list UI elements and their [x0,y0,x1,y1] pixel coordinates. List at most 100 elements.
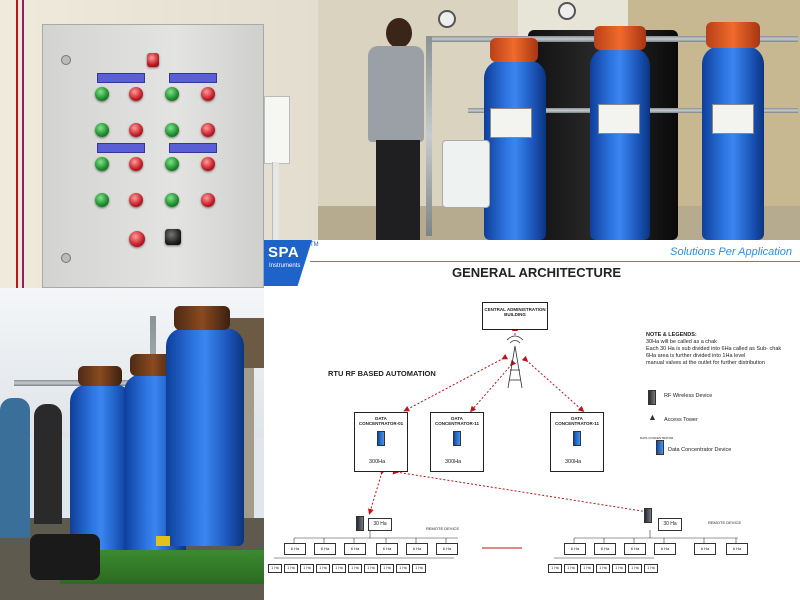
green-button [95,123,109,137]
orange-valve-head [594,26,646,50]
capacity-label: 300Ha [565,459,582,465]
central-administration-box: CENTRAL ADMINISTRATION BUILDING [482,302,548,330]
connection-lines [274,325,738,559]
note-line: Each 30 Ha is sub divided into 6Ha calle… [646,346,782,352]
emergency-stop-button [129,231,145,247]
subchak-box: 6 Ha [654,543,676,555]
red-button [201,123,215,137]
tank-label [712,104,754,134]
hectare-box: 1 Ha [316,564,330,573]
red-button [129,157,143,171]
legend-access-tower: Access Tower [664,417,698,423]
left-chak-tree [274,530,458,559]
subchak-box: 6 Ha [624,543,646,555]
capacity-label: 300Ha [369,459,386,465]
red-button [129,123,143,137]
access-tower-icon: ▲ [648,412,657,422]
filter-tanks-room-photo [318,0,800,240]
remote-device-label: REMOTE DEVICE [426,526,460,531]
note-line: 6Ha area is further divided into 1Ha lev… [646,353,746,359]
indicator-lamp [147,53,159,67]
note-line: 30Ha will be called as a chak [646,339,717,345]
electrical-panel [42,24,264,288]
white-bucket [442,140,490,208]
panel-screw [61,55,71,65]
legend-rf-device: RF Wireless Device [664,393,713,399]
yellow-valve [156,536,170,546]
hectare-box: 1 Ha [332,564,346,573]
hectare-box: 1 Ha [284,564,298,573]
blue-filter-tank [70,384,132,562]
hectare-box: 1 Ha [412,564,426,573]
hectare-box: 1 Ha [628,564,642,573]
architecture-diagram: SPA Instruments TM Solutions Per Applica… [264,240,800,600]
hectare-box: 1 Ha [564,564,578,573]
blue-filter-tank [484,60,546,240]
red-button [201,87,215,101]
subchak-box: 6 Ha [314,543,336,555]
orange-valve-head [706,22,760,48]
hectare-box: 1 Ha [580,564,594,573]
subchak-box: 6 Ha [344,543,366,555]
subchak-box: 6 Ha [594,543,616,555]
central-administration-label: CENTRAL ADMINISTRATION BUILDING [484,307,546,317]
worker [34,404,62,524]
pressure-gauge [558,2,576,20]
red-button [201,157,215,171]
red-button [201,193,215,207]
hectare-box: 1 Ha [548,564,562,573]
hectare-box: 1 Ha [596,564,610,573]
capacity-label: 300Ha [445,459,462,465]
link-dc1-chak-left [367,468,386,515]
conduit-pipe [272,162,279,288]
orange-valve-head [490,38,538,62]
orange-valve-head [78,366,122,386]
green-button [165,87,179,101]
red-cable [16,0,18,288]
red-button [129,193,143,207]
legend-data-concentrator: Data Concentrator Device [668,447,732,453]
orange-valve-head [174,306,230,330]
blue-filter-tank [702,46,764,240]
data-concentrator-label: DATA CONCENTRATOR-11 [554,416,600,426]
remote-device-label: REMOTE DEVICE [708,520,742,525]
technician-trousers [376,140,420,240]
pump [30,534,100,580]
notes-heading: NOTE & LEGENDS: [646,332,697,338]
tank-label [598,104,640,134]
technician-head [386,18,412,48]
blue-filter-tank [590,48,650,240]
panel-label-plate [97,143,145,153]
data-concentrator-icon [377,431,385,446]
logo-text: SPA [268,244,300,261]
hectare-box: 1 Ha [268,564,282,573]
subchak-box: 6 Ha [284,543,306,555]
hectare-box: 1 Ha [644,564,658,573]
subchak-box: 6 Ha [406,543,428,555]
subchak-box: 6 Ha [436,543,458,555]
outdoor-filter-tanks-photo [0,288,264,600]
red-button [129,87,143,101]
data-concentrator-box: DATA CONCENTRATOR-11 300Ha [430,412,484,472]
subchak-box: 6 Ha [376,543,398,555]
link-tower-dc2 [470,359,517,413]
rtu-label: RTU RF BASED AUTOMATION [328,369,436,378]
data-concentrator-icon [453,431,461,446]
tank-label [490,108,532,138]
control-panel-photo [0,0,318,288]
link-tower-dc3 [521,355,585,412]
pvc-pipe [426,36,432,236]
remote-device-icon [644,508,652,523]
green-button [95,157,109,171]
technician-shirt [368,46,424,142]
worker [0,398,30,538]
technician [358,18,428,240]
panel-label-plate [169,143,217,153]
chak-box: 30 Ha [658,518,682,531]
wall-socket [264,96,290,164]
data-concentrator-label: DATA CONCENTRATOR-11 [434,416,480,426]
diagram-title: GENERAL ARCHITECTURE [452,265,622,280]
tagline: Solutions Per Application [670,246,792,258]
panel-label-plate [169,73,217,83]
note-line: manual valves at the outlet for further … [646,360,765,366]
